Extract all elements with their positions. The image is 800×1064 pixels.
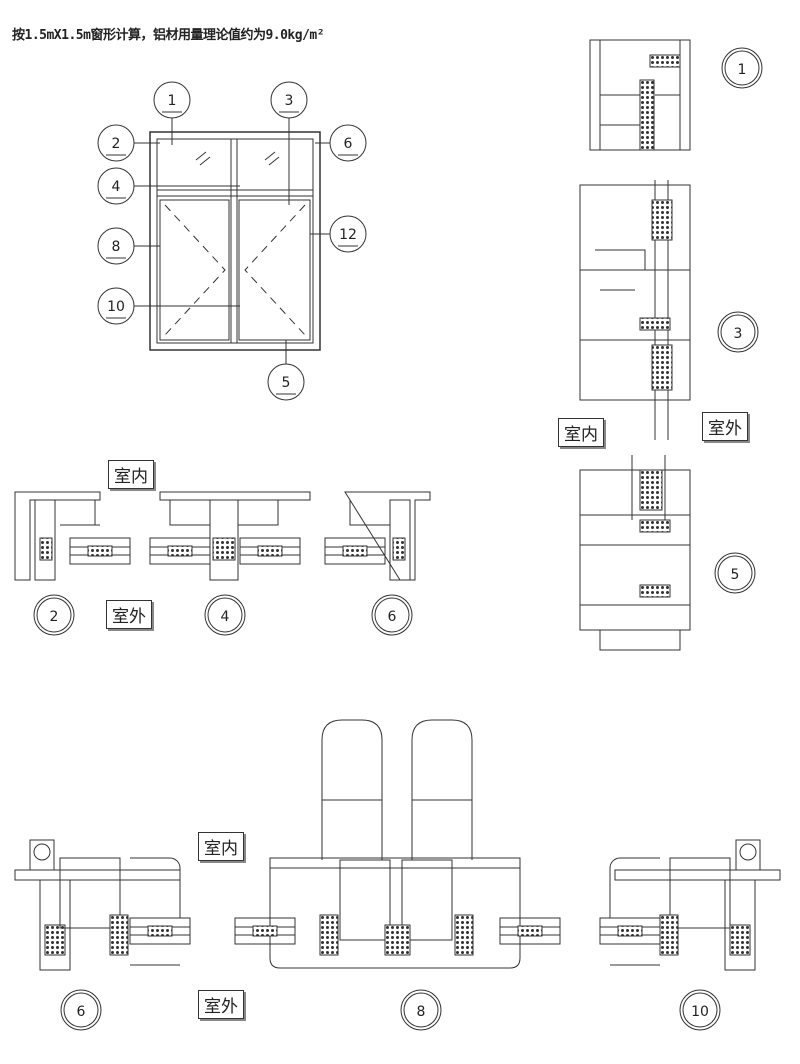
- section-marker-5: [714, 552, 756, 594]
- callout-2: [97, 124, 160, 162]
- callout-4: [97, 167, 240, 205]
- section-top-right: [589, 39, 691, 151]
- section-bottom-right: [579, 455, 691, 651]
- callout-6-text: 6: [344, 136, 353, 152]
- section-marker-2: [33, 594, 75, 636]
- section-middle-right: [579, 180, 691, 440]
- callout-8-text: 8: [112, 239, 121, 255]
- section-marker-3: [717, 311, 759, 353]
- callout-4-text: 4: [112, 179, 121, 195]
- callout-5-text: 5: [282, 375, 291, 391]
- section-marker-1: [721, 47, 763, 89]
- section-8: [234, 719, 561, 969]
- section-8-text: 8: [417, 1004, 426, 1020]
- section-marker-4: [204, 594, 246, 636]
- section-4: [149, 491, 311, 581]
- section-2-text: 2: [50, 609, 59, 625]
- callout-5: [267, 340, 305, 401]
- callout-1: [153, 81, 191, 145]
- section-5-text: 5: [731, 567, 740, 583]
- outdoor-label-right: 室外: [702, 412, 748, 441]
- section-marker-10: [679, 989, 721, 1031]
- section-6b-text: 6: [77, 1004, 86, 1020]
- section-2: [14, 491, 131, 581]
- section-6-bottom: [14, 839, 191, 971]
- callout-6: [315, 124, 367, 162]
- callout-2-text: 2: [112, 136, 121, 152]
- callout-10: [97, 287, 240, 325]
- window-elevation: [149, 131, 321, 351]
- section-3-text: 3: [734, 326, 743, 342]
- callout-8: [97, 227, 160, 265]
- outdoor-label: 室外: [106, 600, 152, 629]
- indoor-label-right: 室内: [558, 418, 604, 447]
- section-10-text: 10: [691, 1004, 709, 1020]
- callout-3-text: 3: [285, 93, 294, 109]
- callout-12: [310, 215, 367, 253]
- indoor-label: 室内: [108, 460, 154, 489]
- section-10: [599, 839, 781, 971]
- callout-3: [270, 81, 308, 205]
- section-6-middle: [324, 491, 431, 581]
- indoor-label-bottom: 室内: [198, 832, 244, 861]
- callout-1-text: 1: [168, 93, 177, 109]
- diagram-title: 按1.5mX1.5m窗形计算，铝材用量理论值约为9.0kg/m²: [12, 28, 325, 43]
- section-marker-6b: [60, 989, 102, 1031]
- section-marker-8: [400, 989, 442, 1031]
- section-6-text: 6: [388, 609, 397, 625]
- callout-10-text: 10: [107, 299, 125, 315]
- section-1-text: 1: [738, 62, 747, 78]
- section-4-text: 4: [221, 609, 230, 625]
- callout-12-text: 12: [339, 227, 357, 243]
- outdoor-label-bottom: 室外: [198, 990, 244, 1019]
- section-marker-6: [371, 594, 413, 636]
